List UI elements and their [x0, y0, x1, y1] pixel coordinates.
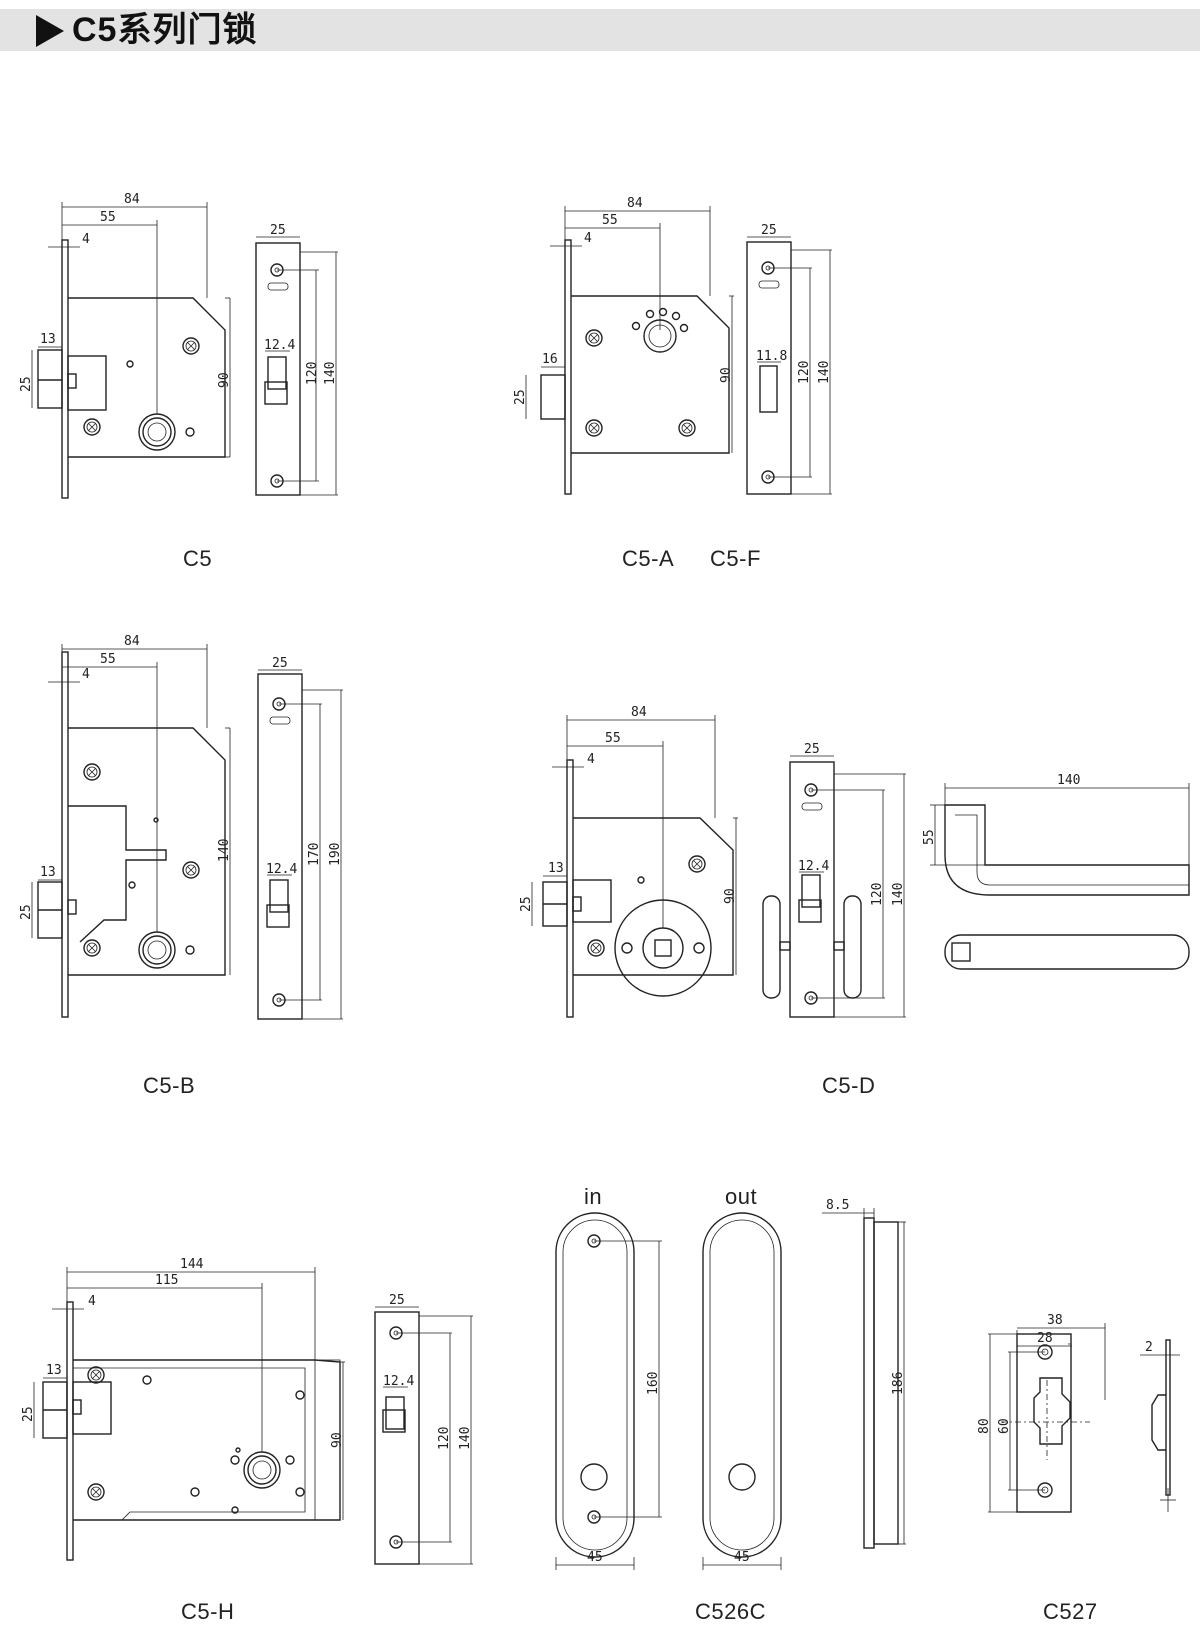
c5b-dim-fs: 12.4 — [266, 862, 297, 877]
c5b-dim-fw: 25 — [272, 656, 288, 671]
c5d-dim-fs: 12.4 — [798, 859, 829, 874]
c5a-dim-t: 4 — [584, 231, 592, 246]
c5a-dim-fw: 25 — [761, 223, 777, 238]
caption-c5f: C5-F — [710, 546, 761, 571]
c5h-dim-b: 25 — [21, 1406, 36, 1422]
c527-dim-w2: 28 — [1037, 1331, 1053, 1346]
c5d-dim-lw: 140 — [1057, 773, 1080, 788]
c5b-dim-fh1: 170 — [307, 843, 322, 866]
c5b-dim-c: 55 — [100, 652, 116, 667]
caption-c5d: C5-D — [822, 1073, 876, 1098]
c5b-dim-a: 13 — [40, 865, 56, 880]
c527-dim-w1: 38 — [1047, 1313, 1063, 1328]
c5-dim-fs: 12.4 — [264, 338, 295, 353]
c5a-dim-b: 25 — [513, 389, 528, 405]
c5-dim-b: 25 — [19, 376, 34, 392]
section-title: C5系列门锁 — [72, 11, 258, 49]
caption-c526c: C526C — [695, 1599, 766, 1624]
caption-c5b: C5-B — [143, 1073, 196, 1098]
caption-c5a: C5-A — [622, 546, 675, 571]
c5h-dim-a: 13 — [46, 1363, 62, 1378]
c526c-dim-side-t: 8.5 — [826, 1198, 849, 1213]
triangle-arrow-icon — [36, 15, 64, 47]
c526c-dim-w2: 45 — [734, 1550, 750, 1565]
c5-dim-fh1: 120 — [305, 362, 320, 385]
c5h-dim-c: 115 — [155, 1273, 178, 1288]
c527-dim-h2: 60 — [997, 1418, 1012, 1434]
c5d-dim-b: 25 — [519, 896, 534, 912]
c5b-dim-h: 140 — [217, 839, 232, 862]
c5h-dim-fw: 25 — [389, 1293, 405, 1308]
c5a-dim-h: 90 — [719, 367, 734, 383]
c5b-dim-fh2: 190 — [328, 843, 343, 866]
c5d-dim-t: 4 — [587, 752, 595, 767]
c5h-dim-fh2: 140 — [458, 1427, 473, 1450]
c5-dim-fw: 25 — [270, 223, 286, 238]
c527-dim-h1: 80 — [977, 1418, 992, 1434]
c5b-dim-w: 84 — [124, 634, 140, 649]
c5-dim-a: 13 — [40, 332, 56, 347]
c526c-dim-w1: 45 — [587, 1550, 603, 1565]
c5a-dim-c: 55 — [602, 213, 618, 228]
c5d-dim-lh: 55 — [922, 829, 937, 845]
c5a-dim-w: 84 — [627, 196, 643, 211]
c5d-dim-fh1: 120 — [870, 883, 885, 906]
c5-dim-t: 4 — [82, 232, 90, 247]
c527-dim-t: 2 — [1145, 1340, 1153, 1355]
caption-c527: C527 — [1043, 1599, 1098, 1624]
c5h-dim-w: 144 — [180, 1257, 204, 1272]
c5h-dim-h: 90 — [330, 1432, 345, 1448]
c5d-dim-h: 90 — [723, 888, 738, 904]
c5d-dim-fw: 25 — [804, 742, 820, 757]
c5b-dim-t: 4 — [82, 667, 90, 682]
c5h-drawing: 144 115 4 13 25 90 25 12.4 120 140 — [21, 1257, 473, 1565]
c526c-dim-side-h: 186 — [891, 1372, 906, 1395]
label-out: out — [725, 1184, 758, 1209]
c5a-drawing: 84 55 4 16 25 90 25 11.8 120 140 — [513, 196, 832, 495]
c5d-dim-w: 84 — [631, 705, 647, 720]
c5d-drawing: 84 55 4 13 25 90 25 12.4 120 140 14 — [519, 705, 1190, 1018]
c5d-dim-c: 55 — [605, 731, 621, 746]
caption-c5: C5 — [183, 546, 213, 571]
c5-dim-c: 55 — [100, 210, 116, 225]
c5d-dim-fh2: 140 — [891, 883, 906, 906]
c5a-dim-fh2: 140 — [817, 361, 832, 384]
c5b-drawing: 84 55 4 13 25 140 25 12.4 170 190 — [19, 634, 343, 1020]
c526c-drawing: 160 45 45 8.5 186 — [555, 1198, 906, 1570]
c527-drawing: 80 60 38 28 2 — [977, 1313, 1180, 1513]
c5a-dim-fh1: 120 — [797, 361, 812, 384]
c5-drawing: 84 55 4 13 25 90 25 12.4 120 140 — [19, 192, 338, 499]
c5h-dim-fs: 12.4 — [383, 1374, 414, 1389]
c5h-dim-fh1: 120 — [437, 1427, 452, 1450]
c5h-dim-t: 4 — [88, 1294, 96, 1309]
c5d-dim-a: 13 — [548, 861, 564, 876]
c5-dim-fh2: 140 — [323, 362, 338, 385]
c5a-dim-fs: 11.8 — [756, 349, 787, 364]
c5a-dim-a: 16 — [542, 352, 558, 367]
c5b-dim-b: 25 — [19, 904, 34, 920]
c5-dim-w: 84 — [124, 192, 140, 207]
label-in: in — [584, 1184, 603, 1209]
section-header: C5系列门锁 — [0, 9, 1200, 51]
c526c-dim-h: 160 — [646, 1372, 661, 1395]
caption-c5h: C5-H — [181, 1599, 235, 1624]
c5-dim-h: 90 — [217, 372, 232, 388]
